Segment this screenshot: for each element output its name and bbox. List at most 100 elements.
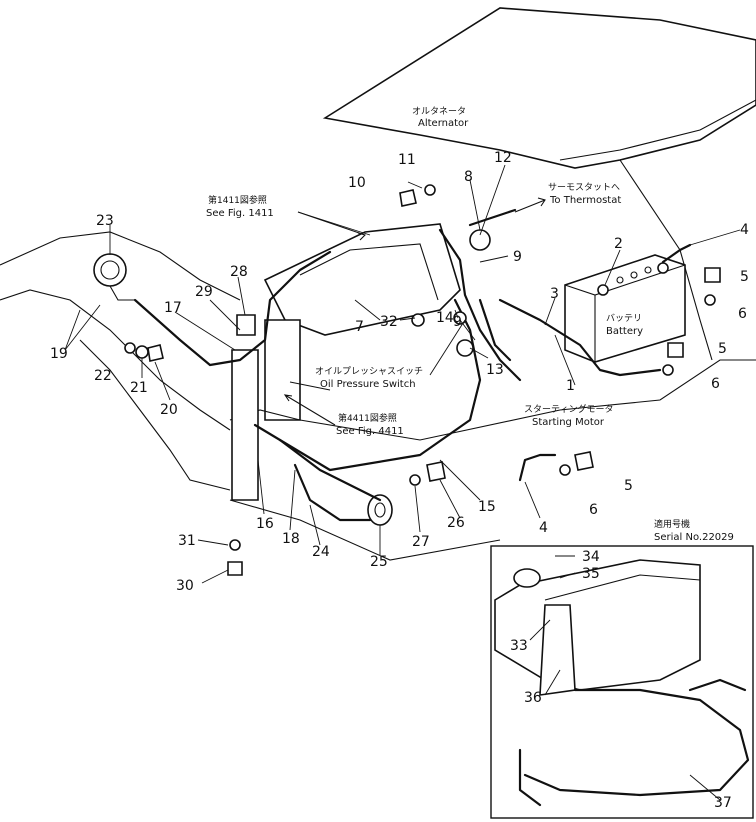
inset-sender-36 bbox=[539, 604, 576, 696]
battery-terminal-pos bbox=[597, 284, 609, 296]
battery-cap bbox=[630, 271, 638, 279]
arrow-fig4411 bbox=[283, 394, 336, 426]
engine-head bbox=[299, 243, 439, 301]
callout-37: 37 bbox=[714, 795, 732, 811]
leader-lines bbox=[64, 164, 741, 801]
wire-harness-15 bbox=[278, 298, 482, 472]
wire-battery-4 bbox=[661, 243, 692, 264]
wire-thermostat bbox=[468, 208, 517, 227]
callout-25: 25 bbox=[370, 554, 388, 570]
label-fig1411-jp: 第1411図参照 bbox=[208, 194, 267, 206]
bolt-26 bbox=[426, 461, 446, 482]
bolt-5-low bbox=[574, 451, 594, 471]
wire-harness-lower bbox=[253, 423, 382, 502]
wire-ground-4 bbox=[518, 453, 557, 482]
callout-5-mid: 5 bbox=[718, 341, 727, 357]
callout-32: 32 bbox=[380, 314, 398, 330]
hood-edge bbox=[559, 99, 756, 161]
label-serial-en: Serial No.22029 bbox=[654, 532, 734, 543]
callout-17: 17 bbox=[164, 300, 182, 316]
callout-4-battery: 4 bbox=[740, 222, 749, 238]
callout-30: 30 bbox=[176, 578, 194, 594]
wire-starter bbox=[478, 298, 512, 362]
label-battery-jp: バッテリ bbox=[606, 313, 642, 324]
wire-harness-main bbox=[133, 250, 332, 367]
bolt-10 bbox=[399, 189, 417, 207]
inset-wire-37 bbox=[523, 688, 750, 797]
callout-6-low: 6 bbox=[589, 502, 598, 518]
connector-32 bbox=[411, 313, 425, 327]
callout-6-top: 6 bbox=[738, 306, 747, 322]
washer-6-mid bbox=[662, 364, 674, 376]
left-fender bbox=[0, 231, 241, 301]
inset-wire-upper bbox=[688, 678, 747, 692]
arrow-to-thermostat bbox=[514, 197, 546, 213]
inset-wire-left bbox=[518, 748, 542, 807]
bracket-17 bbox=[231, 349, 259, 501]
callout-10: 10 bbox=[348, 175, 366, 191]
battery-cap bbox=[644, 266, 652, 274]
wire-battery bbox=[498, 298, 662, 377]
starting-motor-terminal-13 bbox=[456, 339, 474, 357]
callout-34: 34 bbox=[582, 549, 600, 565]
label-fig4411-jp: 第4411図参照 bbox=[338, 412, 397, 424]
callout-29: 29 bbox=[195, 284, 213, 300]
callout-9-lower: 9 bbox=[453, 314, 462, 330]
battery-terminal-neg bbox=[657, 262, 669, 274]
callout-26: 26 bbox=[447, 515, 465, 531]
callout-20: 20 bbox=[160, 402, 178, 418]
callout-24: 24 bbox=[312, 544, 330, 560]
washer-6-top bbox=[704, 294, 716, 306]
horn-23-bracket bbox=[109, 285, 135, 301]
label-starting-motor-jp: スターティングモータ bbox=[524, 403, 613, 415]
washer-27 bbox=[409, 474, 421, 486]
callout-numbers: 1 2 3 4 4 5 5 5 6 6 6 7 8 9 9 10 11 12 1… bbox=[50, 150, 749, 811]
callout-22: 22 bbox=[94, 368, 112, 384]
battery-cap bbox=[616, 276, 624, 284]
label-fig1411-en: See Fig. 1411 bbox=[206, 208, 274, 219]
callout-3: 3 bbox=[550, 286, 559, 302]
engine-side bbox=[264, 319, 301, 421]
callout-6-mid: 6 bbox=[711, 376, 720, 392]
wire-alternator bbox=[438, 228, 522, 382]
label-fig4411-en: See Fig. 4411 bbox=[336, 426, 404, 437]
callout-36: 36 bbox=[524, 690, 542, 706]
callout-8: 8 bbox=[464, 169, 473, 185]
washer-6-low bbox=[559, 464, 571, 476]
bolt-20 bbox=[147, 344, 164, 362]
washer-11 bbox=[424, 184, 436, 196]
inset-cap bbox=[513, 568, 541, 588]
callout-15: 15 bbox=[478, 499, 496, 515]
left-frame bbox=[79, 339, 231, 491]
alternator-8 bbox=[469, 229, 491, 251]
callout-27: 27 bbox=[412, 534, 430, 550]
bolt-30 bbox=[227, 561, 243, 576]
callout-31: 31 bbox=[178, 533, 196, 549]
rear-frame bbox=[619, 159, 713, 361]
washer-22 bbox=[124, 342, 136, 354]
arrow-fig1411 bbox=[297, 211, 367, 241]
callout-12: 12 bbox=[494, 150, 512, 166]
label-battery-en: Battery bbox=[606, 326, 643, 337]
callout-16: 16 bbox=[256, 516, 274, 532]
callout-28: 28 bbox=[230, 264, 248, 280]
label-serial-jp: 適用号機 bbox=[654, 518, 690, 530]
horn-23-center bbox=[100, 260, 120, 280]
bracket-28 bbox=[236, 314, 256, 336]
label-alternator-en: Alternator bbox=[418, 118, 469, 129]
chassis-lower bbox=[229, 499, 501, 561]
washer-31 bbox=[229, 539, 241, 551]
callout-9-upper: 9 bbox=[513, 249, 522, 265]
washer-21 bbox=[135, 345, 149, 359]
main-chassis bbox=[229, 359, 756, 441]
callout-33: 33 bbox=[510, 638, 528, 654]
horn-23 bbox=[93, 253, 127, 287]
callout-1: 1 bbox=[566, 378, 575, 394]
callout-19: 19 bbox=[50, 346, 68, 362]
callout-21: 21 bbox=[130, 380, 148, 396]
callout-23: 23 bbox=[96, 213, 114, 229]
callout-14: 14 bbox=[436, 310, 454, 326]
callout-18: 18 bbox=[282, 531, 300, 547]
